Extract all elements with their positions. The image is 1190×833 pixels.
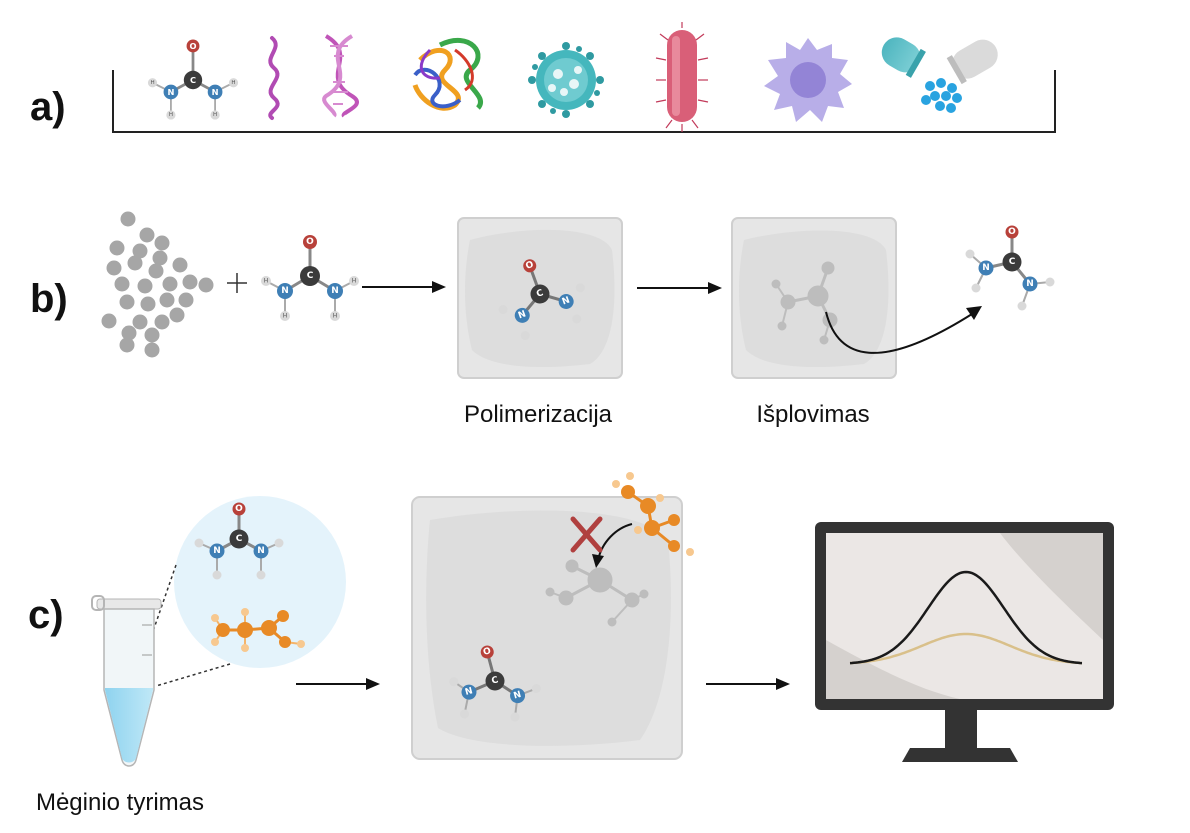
atom-n: N <box>213 546 221 556</box>
panel-a-bracket <box>112 70 1056 133</box>
interferent-molecule <box>211 608 305 652</box>
bacterium-icon <box>655 22 709 132</box>
atom-n: N <box>167 87 174 97</box>
atom-o: O <box>482 646 492 658</box>
atom-c: C <box>535 288 545 300</box>
monitor-icon <box>815 522 1114 762</box>
sensor-polymer-block: O C N N <box>411 472 694 760</box>
atom-n: N <box>1026 279 1034 289</box>
urea-template-molecule: O C N N H H H H <box>261 235 359 321</box>
panel-label-c: c) <box>28 593 64 637</box>
panel-c: O C N N <box>36 472 1114 816</box>
step-washing-label: Išplovimas <box>756 401 869 428</box>
atom-h: H <box>169 112 173 118</box>
atom-n: N <box>257 546 265 556</box>
atom-o: O <box>306 237 314 247</box>
atom-n: N <box>464 686 474 698</box>
atom-h: H <box>150 80 154 86</box>
atom-c: C <box>1009 257 1016 267</box>
monomer-beads <box>101 211 214 358</box>
arrow-to-washing <box>637 282 722 294</box>
arrow-to-sensor <box>296 678 380 690</box>
panel-label-b: b) <box>30 277 68 321</box>
atom-o: O <box>235 504 243 514</box>
protein-icon <box>412 37 483 111</box>
atom-c: C <box>236 534 243 544</box>
panel-b: O C N N H H H H <box>101 211 1055 428</box>
atom-h: H <box>352 278 357 285</box>
sample-zoom-circle <box>174 496 346 668</box>
panel-a: O C N N H H H H <box>112 22 1056 133</box>
atom-h: H <box>333 313 338 320</box>
atom-h: H <box>264 278 269 285</box>
atom-n: N <box>982 263 990 273</box>
zoom-line <box>155 663 231 687</box>
arrow-to-polymerization <box>362 281 446 293</box>
virus-icon <box>528 42 604 118</box>
sample-analysis-label: Mėginio tyrimas <box>36 789 204 816</box>
atom-o: O <box>1008 227 1016 237</box>
atom-n: N <box>212 87 219 97</box>
sample-tube-icon <box>91 595 162 767</box>
atom-h: H <box>213 112 217 118</box>
rejected-interferent-molecule <box>612 472 694 556</box>
atom-n: N <box>517 309 528 321</box>
cell-icon <box>764 38 852 122</box>
step-polymerization-label: Polimerizacija <box>464 401 613 428</box>
atom-h: H <box>283 313 288 320</box>
atom-n: N <box>513 690 523 702</box>
atom-n: N <box>281 286 289 296</box>
atom-o: O <box>189 41 196 51</box>
response-curve-interferent <box>849 632 1083 665</box>
polymer-block-imprinted <box>731 217 897 379</box>
atom-c: C <box>190 75 196 85</box>
urea-molecule-icon: O C N N H H H H <box>147 39 239 120</box>
urea-analyte-molecule: O C N N <box>194 502 284 580</box>
atom-c: C <box>491 675 500 686</box>
arrow-to-monitor <box>706 678 790 690</box>
polymer-block-with-template: O C N N <box>457 217 623 379</box>
plus-icon <box>227 273 247 293</box>
response-curve-urea <box>849 570 1083 665</box>
drug-capsule-icon <box>881 37 998 113</box>
rna-strand-icon <box>268 36 280 120</box>
atom-o: O <box>524 260 535 272</box>
released-urea-molecule: O C N N <box>965 225 1055 311</box>
atom-n: N <box>561 296 572 308</box>
panel-label-a: a) <box>30 85 66 129</box>
atom-c: C <box>307 271 314 281</box>
atom-n: N <box>331 286 339 296</box>
dna-helix-icon <box>322 34 359 118</box>
template-release-arrow <box>825 306 982 354</box>
atom-h: H <box>231 80 235 86</box>
cross-icon <box>570 516 603 553</box>
signal-plot <box>849 570 1083 665</box>
